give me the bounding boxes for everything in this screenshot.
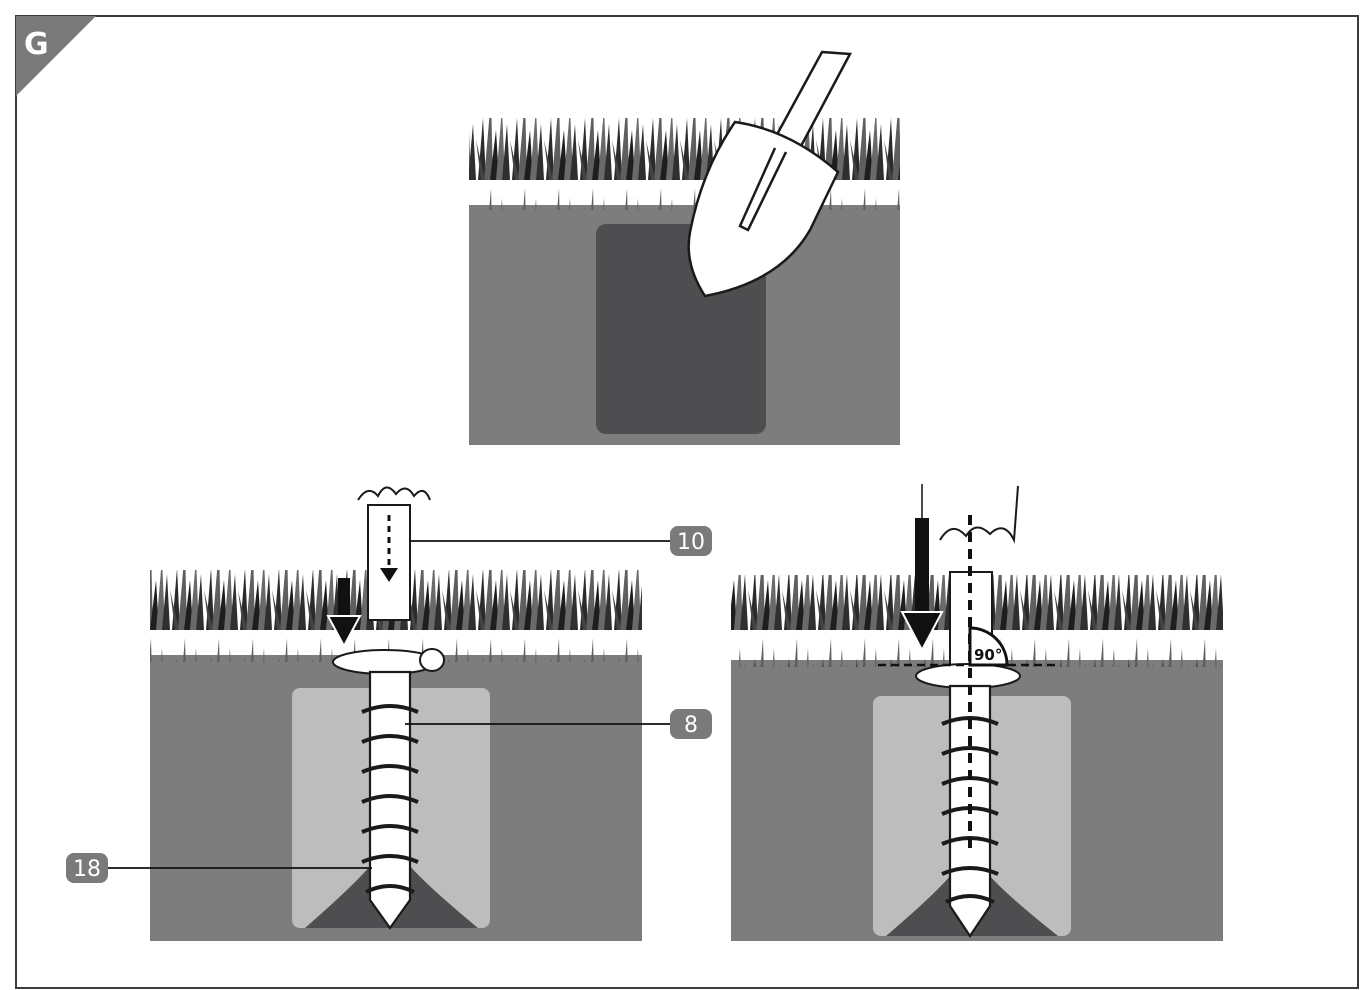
ground-screw-icon xyxy=(361,670,419,930)
grass-strip xyxy=(469,118,900,210)
page-frame xyxy=(15,15,1359,989)
panel-dig-hole xyxy=(469,50,900,445)
callout-badge-18: 18 xyxy=(66,853,108,883)
push-down-arrow-icon xyxy=(326,578,362,649)
angle-label: 90° xyxy=(974,646,1002,664)
angle-arc xyxy=(968,626,1009,667)
section-tab: G xyxy=(16,16,96,96)
shovel-icon xyxy=(687,50,853,298)
clamp-ring xyxy=(332,648,445,675)
callout-label: 18 xyxy=(73,857,101,882)
callout-label: 8 xyxy=(684,713,698,738)
section-label: G xyxy=(24,27,49,62)
callout-label: 10 xyxy=(677,530,705,555)
callout-badge-8: 8 xyxy=(670,709,712,739)
panel-align-screw: 90° xyxy=(731,484,1223,941)
panel-insert-screw: 10 8 18 xyxy=(66,486,712,941)
push-down-arrow-icon xyxy=(900,484,944,653)
callout-badge-10: 10 xyxy=(670,526,712,556)
arrow-head xyxy=(380,568,398,582)
